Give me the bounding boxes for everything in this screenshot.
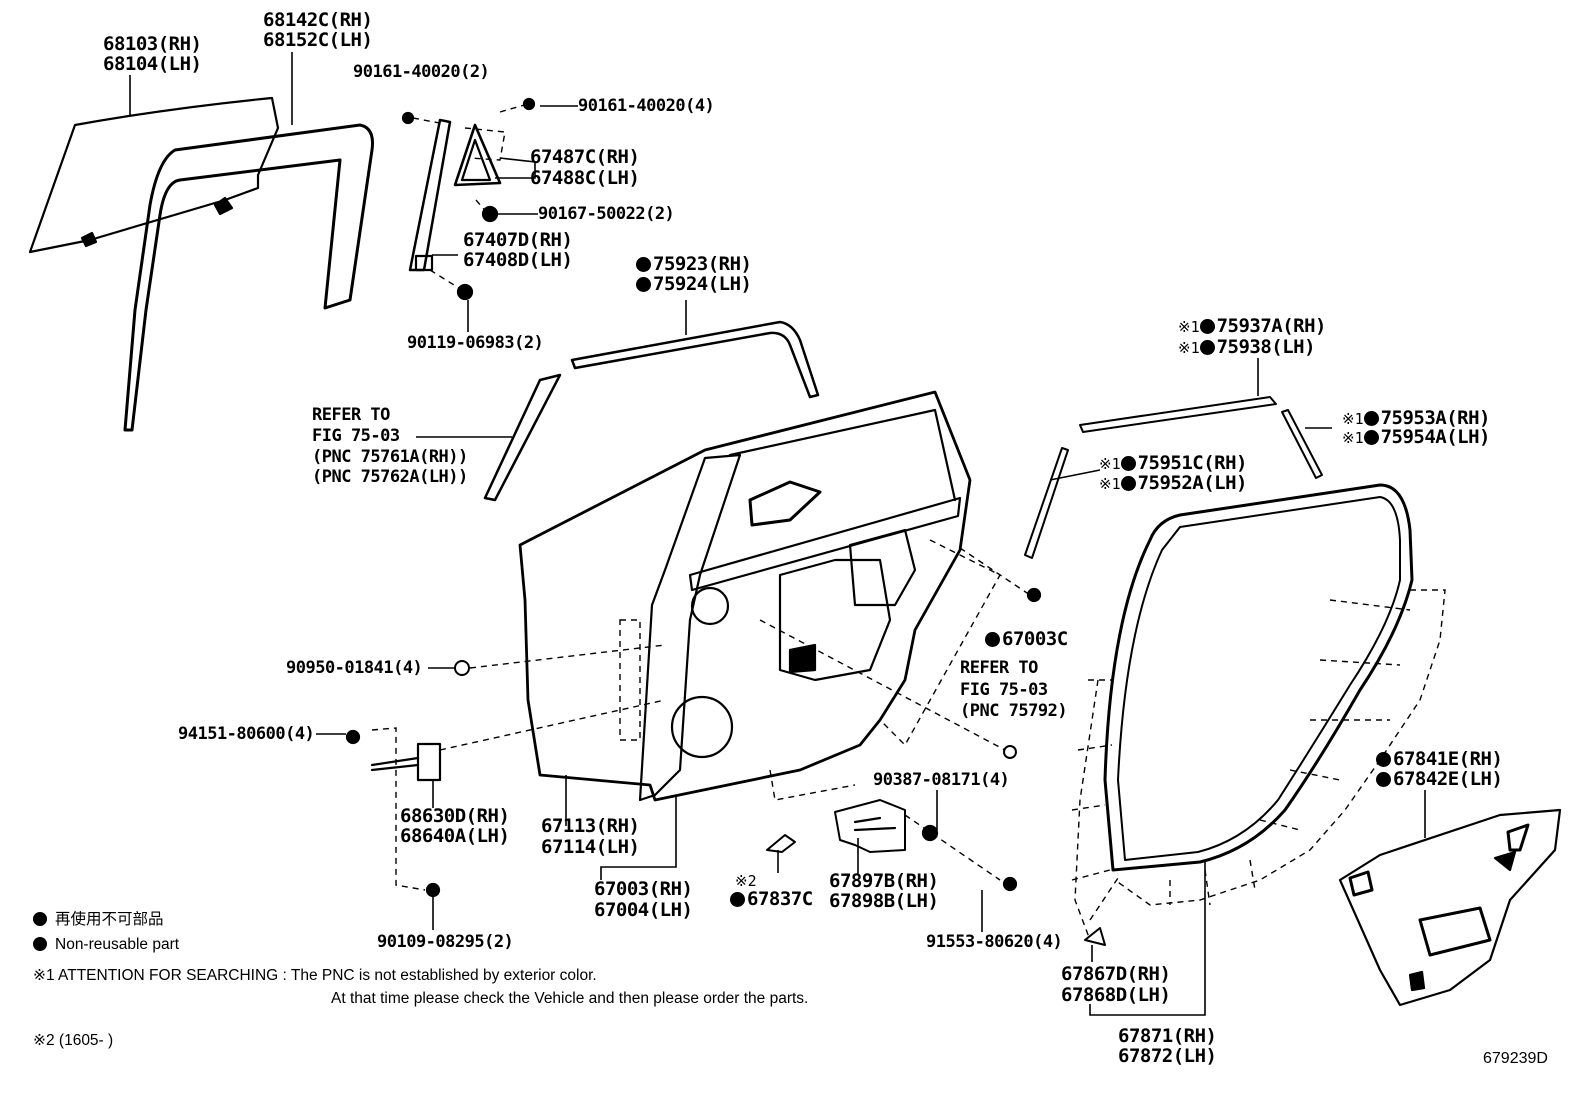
rear-door-panel <box>518 390 972 802</box>
part-67004[interactable]: 67004(LH) <box>594 899 693 921</box>
part-68104[interactable]: 68104(LH) <box>103 53 202 75</box>
part-90109[interactable]: 90109-08295(2) <box>377 932 514 952</box>
part-67114[interactable]: 67114(LH) <box>541 836 640 858</box>
attention-note-line-1: ※1 ATTENTION FOR SEARCHING : The PNC is … <box>33 967 597 984</box>
part-67113[interactable]: 67113(RH) <box>541 815 640 837</box>
part-75923[interactable]: 75923(RH) <box>636 254 752 275</box>
part-67003c[interactable]: 67003C <box>985 629 1068 650</box>
refer2-line-3[interactable]: (PNC 75792) <box>960 701 1068 721</box>
part-68103[interactable]: 68103(RH) <box>103 33 202 55</box>
refer-fig-line-1: REFER TO <box>312 405 390 425</box>
belt-moulding <box>570 320 820 399</box>
non-reusable-dot-icon <box>636 277 651 292</box>
part-67841e[interactable]: 67841E(RH) <box>1376 749 1503 770</box>
non-reusable-dot-icon <box>33 937 47 951</box>
door-weatherstrip <box>1103 483 1414 872</box>
non-reusable-dot-icon <box>730 892 745 907</box>
diagram-number: 679239D <box>1483 1050 1548 1067</box>
part-67408d[interactable]: 67408D(LH) <box>463 249 573 271</box>
non-reusable-dot-icon <box>636 257 651 272</box>
legend-jp: 再使用不可部品 <box>33 910 164 930</box>
part-67897b[interactable]: 67897B(RH) <box>829 870 939 892</box>
part-90161-2[interactable]: 90161-40020(2) <box>353 62 490 82</box>
non-reusable-dot-icon <box>33 912 47 926</box>
part-68630d[interactable]: 68630D(RH) <box>400 805 510 827</box>
door-trim-board <box>1338 808 1562 1007</box>
part-68640a[interactable]: 68640A(LH) <box>400 825 510 847</box>
part-67867d[interactable]: 67867D(RH) <box>1061 963 1171 985</box>
part-67871[interactable]: 67871(RH) <box>1118 1025 1217 1047</box>
part-90950[interactable]: 90950-01841(4) <box>286 658 423 678</box>
glass-run-channel <box>123 123 374 432</box>
non-reusable-dot-icon <box>1199 340 1215 355</box>
date-range-note: ※2 (1605- ) <box>33 1032 114 1049</box>
part-90387[interactable]: 90387-08171(4) <box>873 770 1010 790</box>
refer2-line-1: REFER TO <box>960 658 1038 678</box>
note2-mark: ※2 <box>735 872 757 890</box>
part-91553[interactable]: 91553-80620(4) <box>926 932 1063 952</box>
non-reusable-dot-icon <box>1376 752 1391 767</box>
refer-fig-line-2[interactable]: FIG 75-03 <box>312 426 400 446</box>
part-75924[interactable]: 75924(LH) <box>636 274 752 295</box>
part-67872[interactable]: 67872(LH) <box>1118 1045 1217 1067</box>
part-67487c[interactable]: 67487C(RH) <box>530 146 640 168</box>
non-reusable-dot-icon <box>1120 456 1136 471</box>
part-67488c[interactable]: 67488C(LH) <box>530 167 640 189</box>
refer-fig-line-4[interactable]: (PNC 75762A(LH)) <box>312 467 468 487</box>
refer-fig-line-3[interactable]: (PNC 75761A(RH)) <box>312 447 468 467</box>
part-67407d[interactable]: 67407D(RH) <box>463 229 573 251</box>
non-reusable-dot-icon <box>985 632 1000 647</box>
bolt-icon <box>401 111 415 125</box>
part-94151[interactable]: 94151-80600(4) <box>178 724 315 744</box>
part-68142c[interactable]: 68142C(RH) <box>263 9 373 31</box>
part-90167[interactable]: 90167-50022(2) <box>538 204 675 224</box>
part-68152c[interactable]: 68152C(LH) <box>263 29 373 51</box>
refer2-line-2[interactable]: FIG 75-03 <box>960 680 1048 700</box>
part-90119[interactable]: 90119-06983(2) <box>407 333 544 353</box>
non-reusable-dot-icon <box>1363 411 1379 426</box>
part-67003[interactable]: 67003(RH) <box>594 878 693 900</box>
non-reusable-dot-icon <box>1363 430 1379 445</box>
part-67868d[interactable]: 67868D(LH) <box>1061 984 1171 1006</box>
door-glass-outline <box>28 96 280 254</box>
legend-en: Non-reusable part <box>33 935 179 955</box>
non-reusable-dot-icon <box>1199 319 1215 334</box>
part-67842e[interactable]: 67842E(LH) <box>1376 769 1503 790</box>
non-reusable-dot-icon <box>1376 772 1391 787</box>
non-reusable-dot-icon <box>1120 476 1136 491</box>
part-67837c[interactable]: 67837C <box>730 889 813 910</box>
part-90161-4[interactable]: 90161-40020(4) <box>578 96 715 116</box>
part-67898b[interactable]: 67898B(LH) <box>829 890 939 912</box>
attention-note-line-2: At that time please check the Vehicle an… <box>331 990 809 1007</box>
